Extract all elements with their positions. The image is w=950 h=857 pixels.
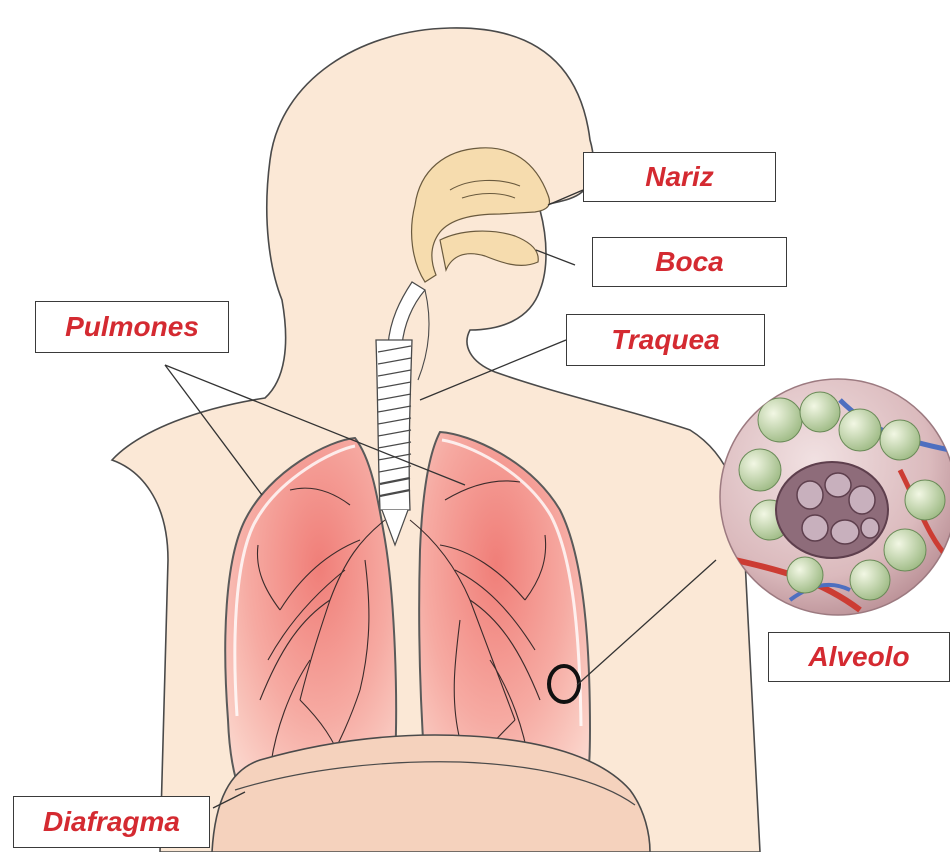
label-diafragma-text: Diafragma xyxy=(43,806,180,838)
label-nariz-text: Nariz xyxy=(645,161,713,193)
label-alveolo: Alveolo xyxy=(768,632,950,682)
label-traquea-text: Traquea xyxy=(611,324,719,356)
label-alveolo-text: Alveolo xyxy=(808,641,909,673)
label-boca-text: Boca xyxy=(655,246,723,278)
label-pulmones-text: Pulmones xyxy=(65,311,199,343)
label-nariz: Nariz xyxy=(583,152,776,202)
label-pulmones: Pulmones xyxy=(35,301,229,353)
label-traquea: Traquea xyxy=(566,314,765,366)
alveolus-magnified xyxy=(720,379,950,615)
label-boca: Boca xyxy=(592,237,787,287)
label-diafragma: Diafragma xyxy=(13,796,210,848)
